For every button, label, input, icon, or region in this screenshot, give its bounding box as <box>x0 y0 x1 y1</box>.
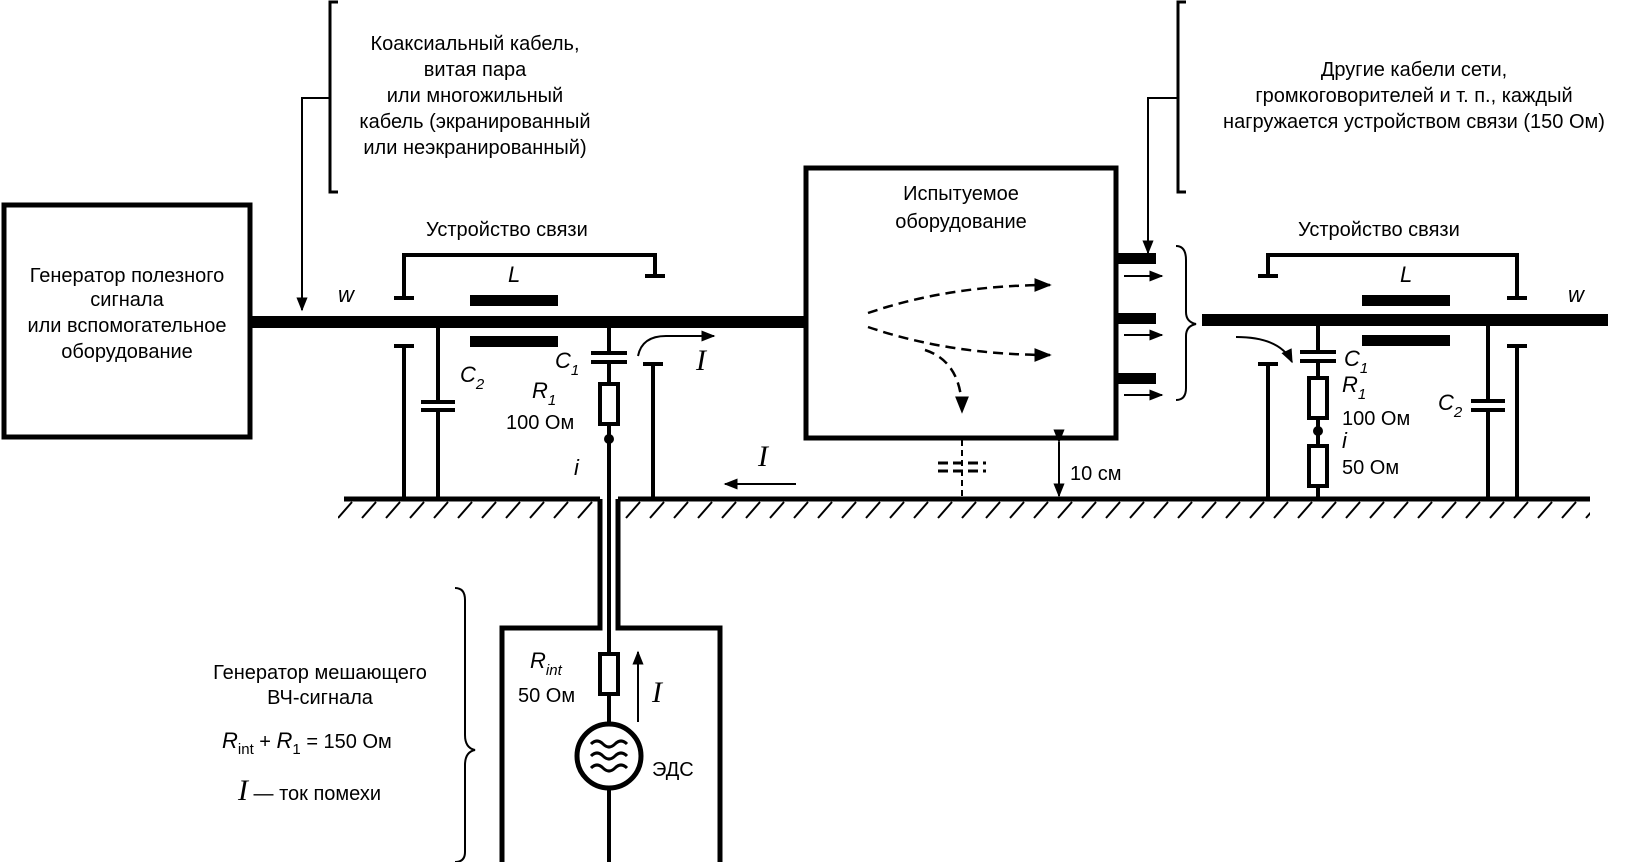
left-r1-resistor <box>598 382 620 426</box>
right-coupler-title: Устройство связи <box>1298 219 1460 241</box>
right-current-arrow <box>1235 336 1293 364</box>
right-load-value: 50 Ом <box>1342 457 1399 479</box>
right-load-resistor <box>1307 444 1329 488</box>
left-coupler-shield-top <box>402 253 657 298</box>
equipment-under-test: Испытуемое оборудование 10 см <box>803 165 1197 499</box>
rf-generator-brace <box>454 587 476 862</box>
cable-types-line-5: или неэкранированный) <box>363 137 586 159</box>
rf-generator-line-1: Генератор мешающего <box>213 662 427 684</box>
left-r1-value: 100 Ом <box>506 412 574 434</box>
emf-label: ЭДС <box>652 759 694 781</box>
left-c2-label: C2 <box>460 362 485 393</box>
cable-types-line-1: Коаксиальный кабель, <box>370 33 579 55</box>
other-cables-annotation: Другие кабели сети, громкоговорителей и … <box>1142 0 1605 255</box>
current-legend: I — ток помехи <box>237 774 381 807</box>
leader-arrow-other-cables <box>1142 97 1178 255</box>
rf-generator: I Rint 50 Ом ЭДС Генератор мешающего ВЧ-… <box>213 587 723 862</box>
other-cables-line-2: громкоговорителей и т. п., каждый <box>1255 85 1572 107</box>
eut-port-1 <box>1116 253 1156 264</box>
current-arrow-up <box>637 330 716 357</box>
right-coupling-device: Устройство связи w L C1 R1 100 Ом i 50 О… <box>1202 219 1608 499</box>
right-r1-value: 100 Ом <box>1342 408 1410 430</box>
rint-label: Rint <box>530 648 563 679</box>
cable-types-line-2: витая пара <box>424 59 527 81</box>
right-c1-label: C1 <box>1344 346 1368 377</box>
eut-dashed-arrow-1 <box>867 278 1052 315</box>
eut-dashed-arrow-3 <box>924 348 969 414</box>
left-inductor-bottom <box>470 336 558 347</box>
left-inductor-label: L <box>508 262 520 287</box>
cable-types-line-4: кабель (экранированный <box>359 111 590 133</box>
eut-port-3 <box>1116 373 1156 384</box>
other-cables-line-1: Другие кабели сети, <box>1321 59 1507 81</box>
cable-types-annotation: Коаксиальный кабель, витая пара или мног… <box>296 0 591 312</box>
right-r1-label: R1 <box>1342 372 1366 403</box>
left-current-small: i <box>574 455 580 480</box>
signal-generator-line-3: или вспомогательное <box>27 315 226 337</box>
rint-value: 50 Ом <box>518 685 575 707</box>
impedance-equation: Rint + R1 = 150 Ом <box>222 728 392 758</box>
left-wire-label: w <box>338 282 356 307</box>
left-inductor-top <box>470 295 558 306</box>
signal-generator-line-1: Генератор полезного <box>30 265 225 287</box>
right-r1-resistor <box>1307 376 1329 420</box>
leader-arrow-cable <box>296 97 330 312</box>
left-current-top: I <box>695 344 708 377</box>
rf-current-label: I <box>651 676 664 709</box>
signal-generator-line-4: оборудование <box>61 341 193 363</box>
left-coupling-device: Устройство связи w L C2 C1 R1 100 Ом i <box>338 219 796 620</box>
eut-port-2 <box>1116 313 1156 324</box>
eut-line-1: Испытуемое <box>903 183 1019 205</box>
eut-line-2: оборудование <box>895 211 1027 233</box>
signal-generator: Генератор полезного сигнала или вспомога… <box>1 202 253 440</box>
rint-resistor <box>598 652 620 696</box>
left-r1-label: R1 <box>532 378 556 409</box>
left-c1-label: C1 <box>555 348 579 379</box>
right-c2-label: C2 <box>1438 390 1463 421</box>
ground-plane <box>338 496 1590 620</box>
left-coupler-title: Устройство связи <box>426 219 588 241</box>
ports-brace <box>1175 245 1197 401</box>
eut-height-label: 10 см <box>1070 463 1122 485</box>
other-cables-line-3: нагружается устройством связи (150 Ом) <box>1223 111 1605 133</box>
bracket-left-annotation <box>328 0 338 194</box>
rf-generator-line-2: ВЧ-сигнала <box>267 687 374 709</box>
right-inductor-label: L <box>1400 262 1412 287</box>
right-wire-label: w <box>1568 282 1586 307</box>
bracket-right-annotation <box>1176 0 1186 194</box>
right-current-small: i <box>1342 428 1348 453</box>
emf-source-icon <box>574 721 644 791</box>
left-current-return: I <box>757 440 770 473</box>
cable-types-line-3: или многожильный <box>387 85 563 107</box>
signal-generator-line-2: сигнала <box>90 289 164 311</box>
eut-dashed-arrow-2 <box>867 325 1052 362</box>
